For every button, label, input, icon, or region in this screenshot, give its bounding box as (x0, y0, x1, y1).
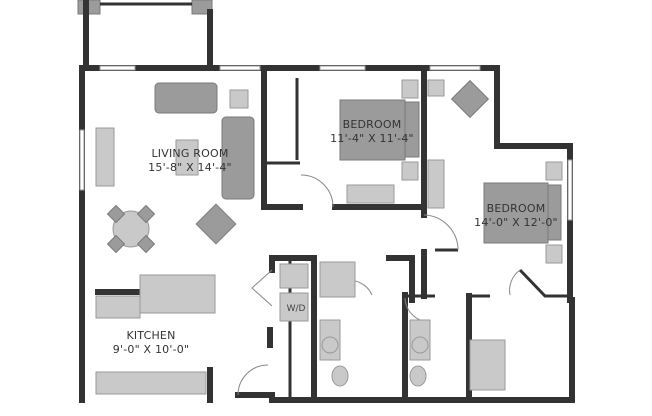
exterior-walls (79, 65, 575, 403)
room-bedroom-2: BEDROOM 14'-0" X 12'-0" (474, 202, 558, 229)
furniture (95, 79, 563, 395)
room-bedroom-1: BEDROOM 11'-4" X 11'-4" (330, 118, 414, 145)
room-name: KITCHEN (126, 329, 175, 342)
room-kitchen: KITCHEN 9'-0" X 10'-0" (113, 329, 189, 356)
laundry-label: W/D (287, 304, 306, 314)
room-name: BEDROOM (487, 202, 546, 215)
room-size: 11'-4" X 11'-4" (330, 132, 414, 145)
room-size: 9'-0" X 10'-0" (113, 343, 189, 356)
interior-walls (95, 65, 570, 403)
room-living: LIVING ROOM 15'-8" X 14'-4" (148, 147, 232, 174)
room-size: 14'-0" X 12'-0" (474, 216, 558, 229)
balcony (77, 0, 213, 71)
room-name: LIVING ROOM (151, 147, 228, 160)
room-name: BEDROOM (343, 118, 402, 131)
room-size: 15'-8" X 14'-4" (148, 161, 232, 174)
